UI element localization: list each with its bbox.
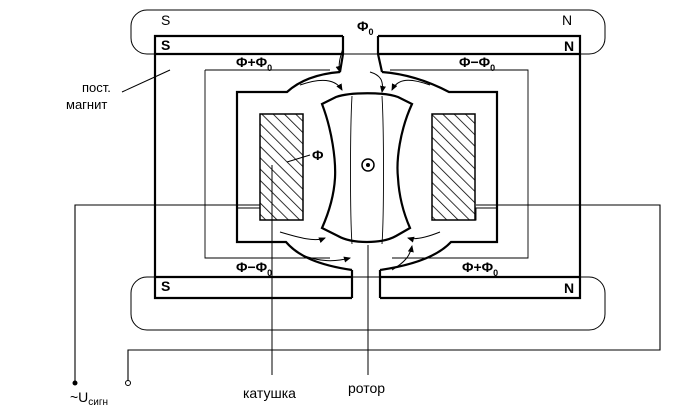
- pole-top-right-outer: N: [562, 12, 572, 28]
- coil-left: [259, 113, 304, 221]
- flux-arrow-5: [279, 231, 326, 244]
- rotor-label: ротор: [348, 380, 385, 396]
- magnet-label-leader: [121, 69, 171, 93]
- flux-top-right-label: Φ−Φ0: [459, 54, 495, 73]
- flux-phi0-label: Φ0: [357, 18, 374, 37]
- coil-label: катушка: [243, 385, 296, 401]
- top-yoke-right: [376, 36, 384, 73]
- flux-top-left-main: Φ+Φ: [236, 54, 268, 70]
- flux-bottom-right-main: Φ+Φ: [462, 259, 494, 275]
- flux-bottom-left-sub: 0: [267, 268, 272, 278]
- signal-wire-left: [74, 204, 260, 382]
- flux-arrow-2: [299, 79, 343, 91]
- magnet-top-frame: [130, 9, 606, 55]
- flux-bottom-right-sub: 0: [493, 268, 498, 278]
- flux-arrow-8: [391, 245, 414, 271]
- pole-top-right-inner: N: [564, 38, 574, 54]
- signal-label: ~Uсигн: [70, 389, 108, 408]
- flux-arrow-4: [391, 79, 431, 91]
- magnet-label-line1: пост.: [82, 80, 111, 95]
- coil-flux-label: Φ: [312, 147, 324, 163]
- signal-label-prefix: ~U: [70, 389, 88, 405]
- pole-bottom-right-inner: N: [564, 280, 574, 296]
- flux-top-right-main: Φ−Φ: [459, 54, 491, 70]
- flux-top-left-label: Φ+Φ0: [236, 54, 272, 73]
- flux-arrow-7: [407, 231, 441, 243]
- flux-arrow-3: [369, 71, 386, 93]
- signal-label-sub: сигн: [88, 397, 108, 408]
- rotor-axis-dot: [366, 163, 370, 167]
- coil-right: [431, 113, 476, 221]
- magnet-label-line2: магнит: [66, 97, 107, 112]
- flux-phi0-sub: 0: [369, 27, 374, 37]
- stator-left: [235, 70, 353, 272]
- signal-terminal-left: [72, 380, 78, 386]
- flux-top-right-sub: 0: [490, 63, 495, 73]
- coil-flux-leader: [286, 154, 311, 163]
- bottom-yoke: [350, 270, 382, 298]
- signal-wire-right: [127, 204, 661, 382]
- flux-bottom-left-main: Φ−Φ: [236, 259, 268, 275]
- flux-arrow-6: [301, 254, 351, 263]
- flux-top-left-sub: 0: [267, 63, 272, 73]
- flux-arrow-1: [335, 47, 344, 73]
- magnetic-core-outer: [153, 34, 582, 300]
- flux-bottom-right-label: Φ+Φ0: [462, 259, 498, 278]
- pole-top-left-inner: S: [161, 37, 170, 53]
- pole-top-left-outer: S: [161, 12, 170, 28]
- pole-bottom-left-inner: S: [161, 278, 170, 294]
- stator-right: [379, 70, 499, 272]
- rotor-inner-contour: [350, 95, 384, 245]
- flux-path-outer: [204, 69, 529, 259]
- signal-terminal-right: [125, 380, 131, 386]
- flux-phi0-symbol: Φ: [357, 18, 369, 34]
- flux-bottom-left-label: Φ−Φ0: [236, 259, 272, 278]
